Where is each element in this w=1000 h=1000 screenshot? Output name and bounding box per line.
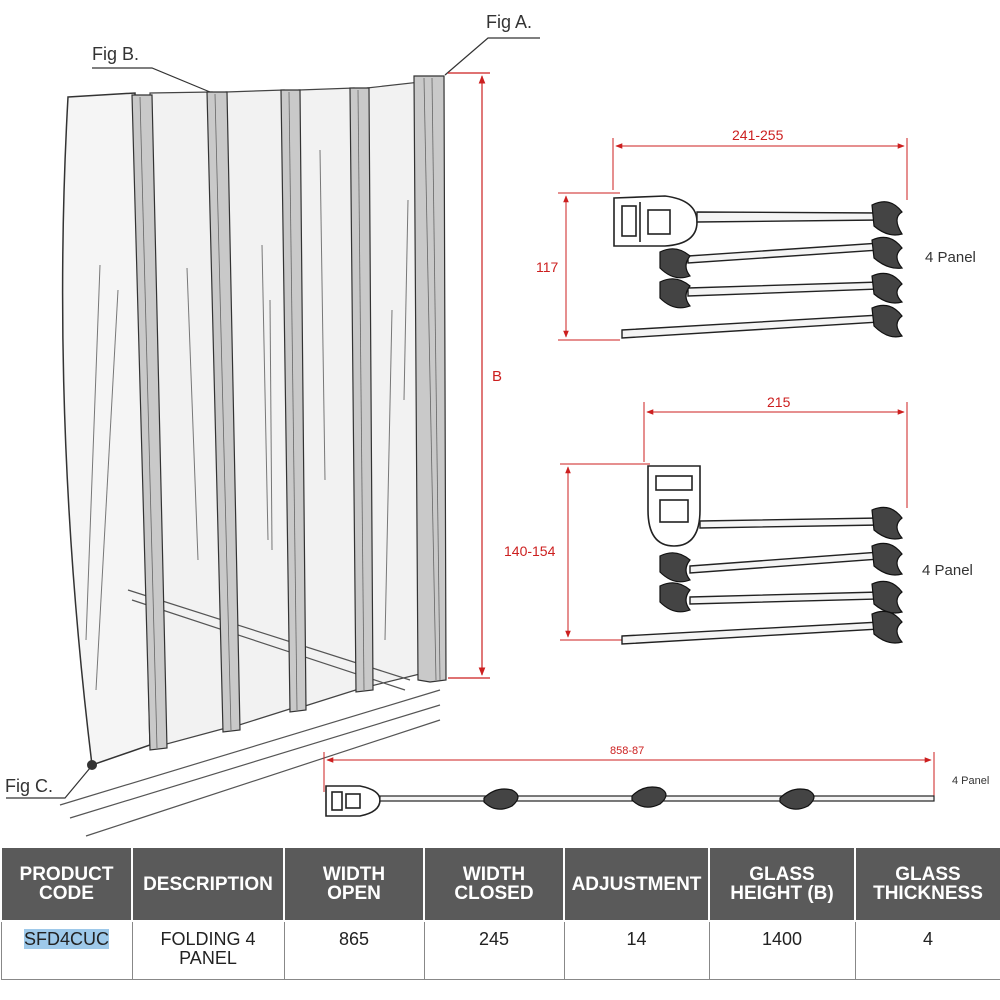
detail-2-height: 140-154 — [504, 543, 556, 559]
detail-3-width: 858-87 — [610, 745, 644, 757]
detail-3-panel-label: 4 Panel — [952, 775, 989, 787]
detail-1-height: 117 — [536, 259, 559, 275]
profile-inner-lines — [139, 77, 441, 749]
wall-bracket-3 — [325, 785, 381, 817]
fig-b-label: Fig B. — [92, 44, 139, 64]
detail-1-panel-label: 4 Panel — [925, 249, 976, 266]
cell-glass-height: 1400 — [708, 921, 856, 980]
fig-a-callout: Fig A. — [444, 12, 540, 76]
floor-lines — [59, 689, 441, 837]
flat-glass-panels — [149, 81, 429, 746]
detail-2-width: 215 — [767, 394, 791, 410]
cell-glass-thickness: 4 — [854, 921, 1000, 980]
height-dimension — [448, 72, 490, 679]
detail-closed-2: 215 140-154 4 Panel — [504, 394, 973, 645]
detail-open: 858-87 4 Panel — [323, 745, 989, 817]
technical-drawing: Fig A. Fig B. Fig C. B 241-255 117 — [5, 12, 989, 837]
bath-screen-view — [59, 75, 447, 837]
fig-b-callout: Fig B. — [92, 44, 211, 93]
fig-c-callout: Fig C. — [5, 767, 91, 799]
header-description: DESCRIPTION — [131, 846, 285, 922]
fig-c-label: Fig C. — [5, 776, 53, 796]
detail-1-width: 241-255 — [732, 127, 784, 143]
curved-glass-panel — [61, 92, 151, 767]
header-adjustment: ADJUSTMENT — [563, 846, 710, 922]
product-code-highlight: SFD4CUC — [23, 929, 109, 949]
detail-closed-1: 241-255 117 4 Panel — [536, 127, 976, 341]
wall-bracket-1 — [613, 195, 698, 247]
wall-bracket-2 — [647, 465, 701, 547]
glass-reflections — [85, 149, 409, 691]
detail-2-panel-label: 4 Panel — [922, 562, 973, 579]
cell-adjustment: 14 — [563, 921, 710, 980]
fig-a-label: Fig A. — [486, 12, 532, 32]
cell-width-closed: 245 — [423, 921, 565, 980]
cell-product-code: SFD4CUC — [0, 921, 133, 980]
height-label: B — [492, 368, 502, 385]
pivot-point — [87, 760, 97, 770]
cell-width-open: 865 — [283, 921, 425, 980]
